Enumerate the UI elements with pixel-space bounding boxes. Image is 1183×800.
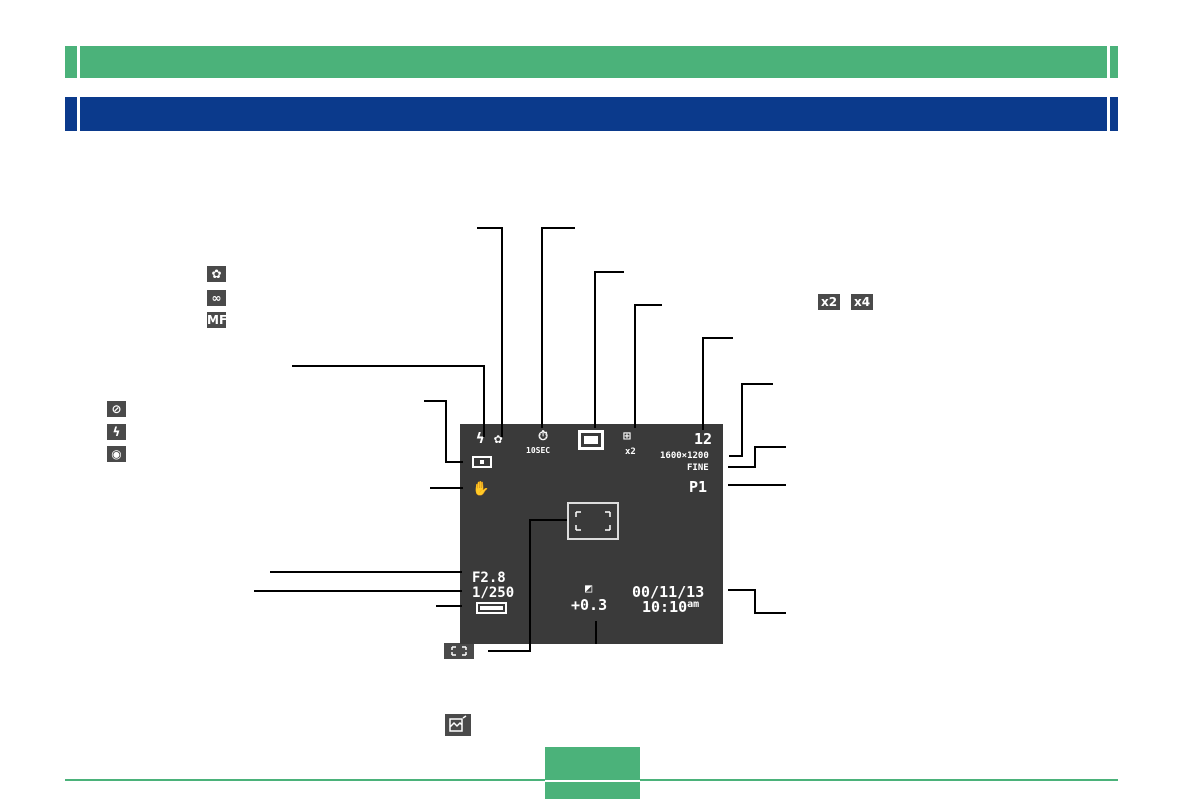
callout-datetime xyxy=(728,589,786,614)
bar-divider xyxy=(77,97,80,131)
callout-quality xyxy=(728,446,786,468)
callout-digital-zoom xyxy=(634,304,662,428)
aperture-value: F2.8 xyxy=(472,570,506,586)
page-tab-stripe xyxy=(545,780,640,782)
zoom-x4-icon: x4 xyxy=(851,294,874,310)
callout-macro xyxy=(477,227,503,437)
header-green-bar xyxy=(65,46,1118,78)
recording-program: P1 xyxy=(689,478,708,496)
focus-frame-icon xyxy=(444,643,474,659)
battery-fill xyxy=(480,606,503,610)
callout-focus-frame xyxy=(488,519,567,652)
macro-icon: ✿ xyxy=(207,266,226,282)
bar-divider xyxy=(77,46,80,78)
bar-divider xyxy=(1107,97,1110,131)
callout-metering xyxy=(424,400,463,463)
self-timer-icon: ⏱ xyxy=(538,429,549,444)
image-resolution: 1600×1200 xyxy=(660,451,709,461)
callout-resolution xyxy=(729,383,773,457)
flash-on-icon: ϟ xyxy=(107,424,126,440)
flash-off-icon: ⊘ xyxy=(107,401,126,417)
autofocus-frame xyxy=(567,502,619,540)
page-number-tab xyxy=(545,747,640,799)
time-display: 10:10am xyxy=(642,600,699,615)
image-quality: FINE xyxy=(687,463,709,473)
recording-mode-icon xyxy=(578,430,604,450)
shots-remaining: 12 xyxy=(694,430,713,448)
autofocus-brackets xyxy=(575,511,611,531)
landscape-glyph xyxy=(449,715,467,732)
date-display: 00/11/13 xyxy=(632,583,705,601)
manual-focus-icon: MF xyxy=(207,312,228,328)
red-eye-icon: ◉ xyxy=(107,446,126,462)
camera-lcd-display: ϟ ✿ ⏱ 10SEC ⊞ x2 12 1600×1200 FINE P1 ✋ … xyxy=(460,424,723,644)
callout-self-timer xyxy=(541,227,575,428)
exposure-comp-value: +0.3 xyxy=(571,596,608,614)
time-value: 10:10 xyxy=(642,598,688,616)
flash-status-icon: ϟ xyxy=(476,431,485,447)
zoom-x2-icon: x2 xyxy=(818,294,841,310)
recording-mode-fill xyxy=(584,436,598,444)
infinity-icon: ∞ xyxy=(207,290,226,306)
self-timer-label: 10SEC xyxy=(526,446,551,455)
exposure-comp-icon: ◩ xyxy=(585,581,593,595)
shutter-speed-value: 1/250 xyxy=(472,585,515,601)
metering-mode-icon xyxy=(472,456,492,468)
callout-flash xyxy=(292,365,485,437)
bar-divider xyxy=(1107,46,1110,78)
macro-status-icon: ✿ xyxy=(494,431,503,447)
battery-indicator xyxy=(476,602,507,614)
header-blue-bar xyxy=(65,97,1118,131)
digital-zoom-icon: ⊞ xyxy=(623,429,631,444)
callout-shots-remaining xyxy=(702,337,733,430)
landscape-scene-icon xyxy=(445,714,471,736)
anti-shake-icon: ✋ xyxy=(472,481,490,497)
metering-dot xyxy=(480,460,484,464)
time-ampm: am xyxy=(687,599,700,610)
digital-zoom-label: x2 xyxy=(625,447,636,457)
callout-recording-mode xyxy=(594,271,624,428)
focus-frame-glyph xyxy=(451,646,467,656)
